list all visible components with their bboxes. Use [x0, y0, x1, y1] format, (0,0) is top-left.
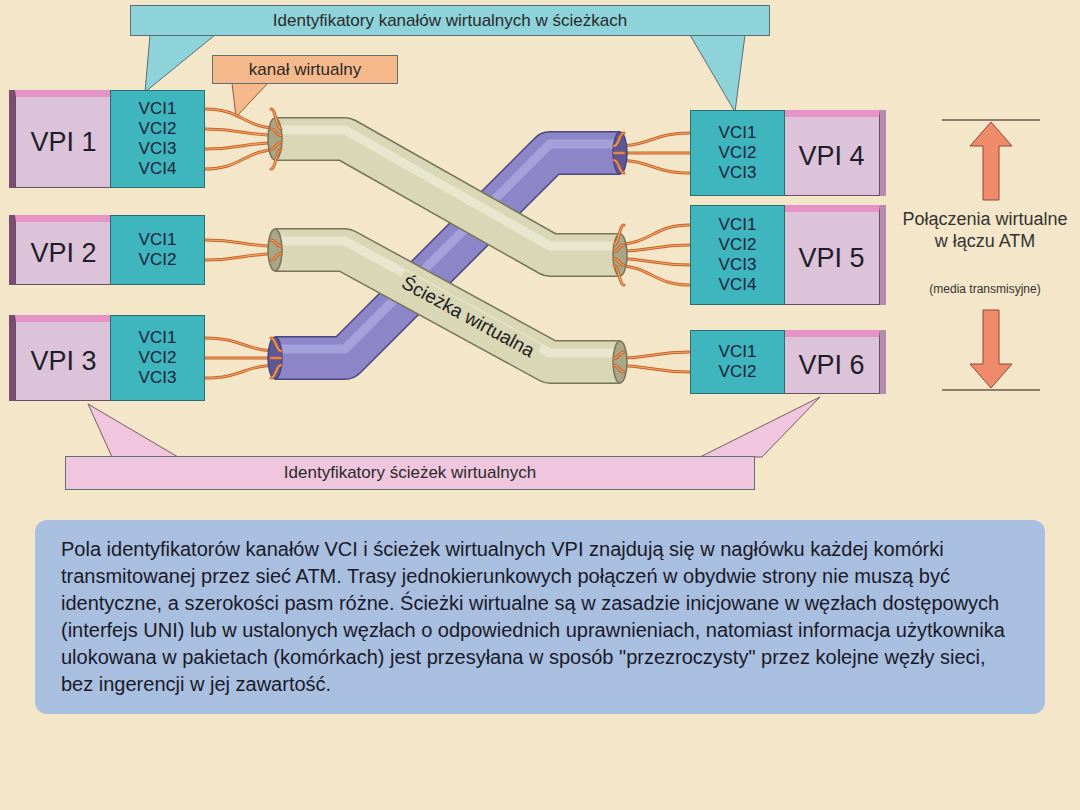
- side-label: (media transmisyjne): [905, 282, 1065, 296]
- path-id: VPI 5: [784, 212, 879, 304]
- path-id: VPI 4: [784, 117, 879, 195]
- channel-id: VCI1: [139, 230, 177, 250]
- path-id: VPI 2: [16, 222, 111, 284]
- channel-id: VCI3: [139, 368, 177, 388]
- channel-id: VCI4: [719, 275, 757, 295]
- channel-id: VCI2: [719, 143, 757, 163]
- side-label: Połączenia wirtualne w łączu ATM: [895, 208, 1075, 252]
- channel-id-box: VCI1VCI2VCI3VCI4: [690, 205, 785, 305]
- channel-id-box: VCI1VCI2: [110, 215, 205, 285]
- channel-id: VCI1: [719, 215, 757, 235]
- callout-text: kanał wirtualny: [249, 60, 361, 80]
- virtual-path-box: VPI 1VCI1VCI2VCI3VCI4: [15, 90, 205, 188]
- channel-id: VCI1: [719, 123, 757, 143]
- callout-pointer: [690, 35, 745, 112]
- caption-box: Pola identyfikatorów kanałów VCI i ścież…: [35, 520, 1045, 714]
- path-id: VPI 6: [784, 337, 879, 393]
- callout-box: Identyfikatory kanałów wirtualnych w ści…: [130, 5, 770, 36]
- edge-label: Ścieżka wirtualna: [394, 270, 541, 364]
- channel-id: VCI1: [139, 328, 177, 348]
- virtual-path-box: VPI 3VCI1VCI2VCI3: [15, 315, 205, 401]
- callout-pointer: [88, 404, 178, 457]
- channel-id: VCI3: [719, 255, 757, 275]
- virtual-path-box: VPI 5VCI1VCI2VCI3VCI4: [690, 205, 880, 305]
- channel-id: VCI1: [139, 99, 177, 119]
- channel-id: VCI4: [139, 159, 177, 179]
- virtual-path-box: VPI 2VCI1VCI2: [15, 215, 205, 285]
- channel-id: VCI2: [139, 348, 177, 368]
- channel-id-box: VCI1VCI2VCI3VCI4: [110, 90, 205, 188]
- virtual-path-tube: [205, 229, 690, 383]
- callout-box: Identyfikatory ścieżek wirtualnych: [65, 456, 755, 490]
- callout-text: Identyfikatory ścieżek wirtualnych: [284, 463, 536, 483]
- channel-id: VCI3: [139, 139, 177, 159]
- channel-id: VCI2: [719, 362, 757, 382]
- channel-id-box: VCI1VCI2: [690, 330, 785, 394]
- channel-id: VCI2: [719, 235, 757, 255]
- virtual-path-box: VPI 6VCI1VCI2: [690, 330, 880, 394]
- callout-pointer: [145, 35, 215, 92]
- channel-id: VCI2: [139, 119, 177, 139]
- callout-pointer: [232, 83, 268, 117]
- channel-id: VCI1: [719, 342, 757, 362]
- path-id: VPI 3: [16, 322, 111, 400]
- double-arrow: [942, 120, 1040, 390]
- callout-pointer: [700, 397, 820, 457]
- virtual-path-tube: [205, 109, 690, 285]
- channel-id-box: VCI1VCI2VCI3: [690, 110, 785, 196]
- virtual-path-box: VPI 4VCI1VCI2VCI3: [690, 110, 880, 196]
- callout-text: Identyfikatory kanałów wirtualnych w ści…: [273, 11, 627, 31]
- channel-id: VCI3: [719, 163, 757, 183]
- channel-id: VCI2: [139, 250, 177, 270]
- callout-box: kanał wirtualny: [212, 55, 398, 84]
- path-id: VPI 1: [16, 97, 111, 187]
- channel-id-box: VCI1VCI2VCI3: [110, 315, 205, 401]
